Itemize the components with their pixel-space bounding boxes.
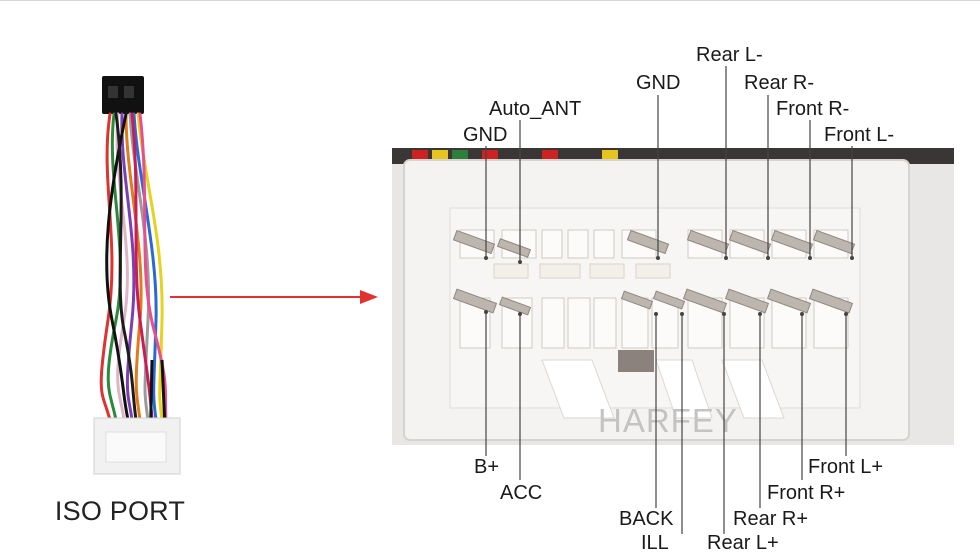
top-divider xyxy=(0,0,980,1)
label-front-l-plus: Front L+ xyxy=(808,456,884,478)
label-front-r-minus: Front R- xyxy=(776,98,850,120)
label-front-l-minus: Front L- xyxy=(824,124,895,146)
iso-harness-image xyxy=(40,60,240,480)
harfey-watermark: HARFEY xyxy=(598,402,738,439)
label-ill: ILL xyxy=(641,532,669,554)
label-rear-r-minus: Rear R- xyxy=(744,72,815,94)
label-front-r-plus: Front R+ xyxy=(767,482,846,504)
label-back: BACK xyxy=(619,508,674,530)
label-rear-l-plus: Rear L+ xyxy=(707,532,779,554)
label-acc: ACC xyxy=(500,482,543,504)
label-rear-l-minus: Rear L- xyxy=(696,44,763,66)
label-rear-r-plus: Rear R+ xyxy=(733,508,809,530)
label-auto-ant: Auto_ANT xyxy=(489,98,582,120)
label-b-plus: B+ xyxy=(474,456,500,478)
label-gnd-left: GND xyxy=(463,124,508,146)
label-gnd-mid: GND xyxy=(636,72,681,94)
iso-port-title: ISO PORT xyxy=(54,496,186,526)
iso-connector-photo xyxy=(392,148,954,445)
pointer-arrow xyxy=(160,285,385,309)
